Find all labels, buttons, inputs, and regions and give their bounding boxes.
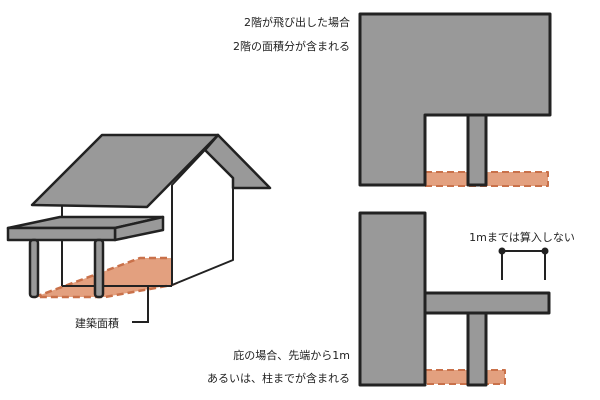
dimension-label: 1mまでは算入しない <box>469 230 575 244</box>
overhang-building <box>358 12 552 187</box>
eave-diagram <box>358 211 551 387</box>
eave-area <box>424 369 506 385</box>
pillar-right <box>93 238 105 299</box>
eave <box>418 291 551 315</box>
overhang-diagram <box>358 12 552 187</box>
house-illustration <box>6 133 272 323</box>
eave-pillar <box>466 310 488 387</box>
overhang-caption-2: 2階の面積分が含まれる <box>233 39 350 53</box>
eave-wall <box>358 211 427 387</box>
eave-caption-2: あるいは、柱までが含まれる <box>207 371 350 385</box>
one-meter-dimension <box>498 247 549 280</box>
overhang-caption-1: 2階が飛び出した場合 <box>244 15 350 29</box>
gable-wall <box>171 149 234 286</box>
roof <box>30 133 220 209</box>
label-leader-line <box>132 285 149 323</box>
overhang-pillar <box>466 113 488 187</box>
building-area-label: 建築面積 <box>75 316 119 330</box>
pillar-left <box>28 238 40 299</box>
eave-caption-1: 庇の場合、先端から1m <box>233 348 350 362</box>
canopy-front <box>6 226 117 242</box>
